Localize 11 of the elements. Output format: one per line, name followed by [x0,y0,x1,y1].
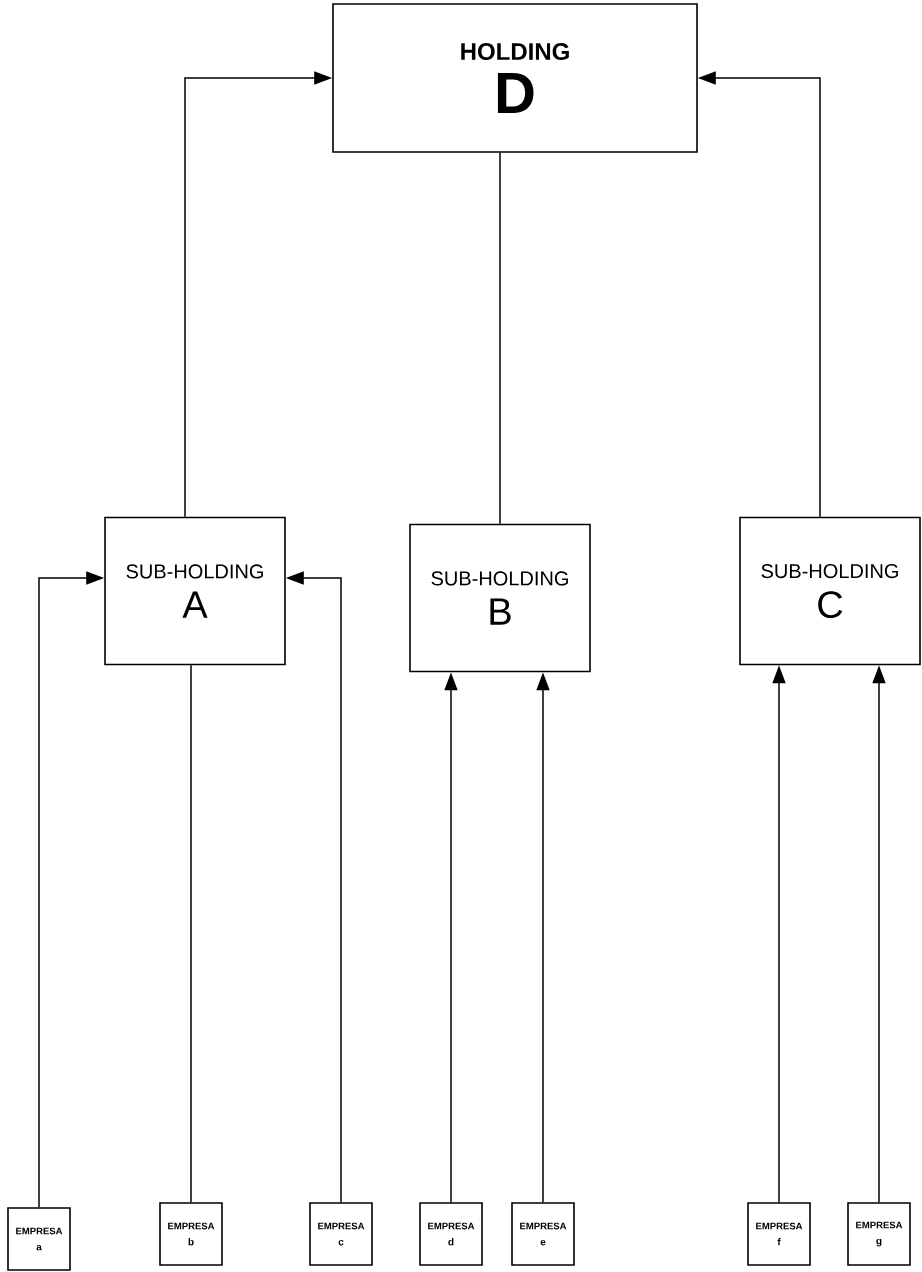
sub-holding-box: SUB-HOLDING A [104,516,286,666]
sub-holding-box: SUB-HOLDING C [739,516,921,666]
company-box: EMPRESA e [511,1202,575,1266]
sub-holding-box: SUB-HOLDING B [409,523,591,673]
holding-box: HOLDING D [332,3,698,153]
company-box: EMPRESA c [309,1202,373,1266]
company-box: EMPRESA a [7,1207,71,1271]
company-box: EMPRESA b [159,1202,223,1266]
company-box: EMPRESA f [747,1202,811,1266]
company-box: EMPRESA d [419,1202,483,1266]
company-box: EMPRESA g [847,1202,911,1266]
